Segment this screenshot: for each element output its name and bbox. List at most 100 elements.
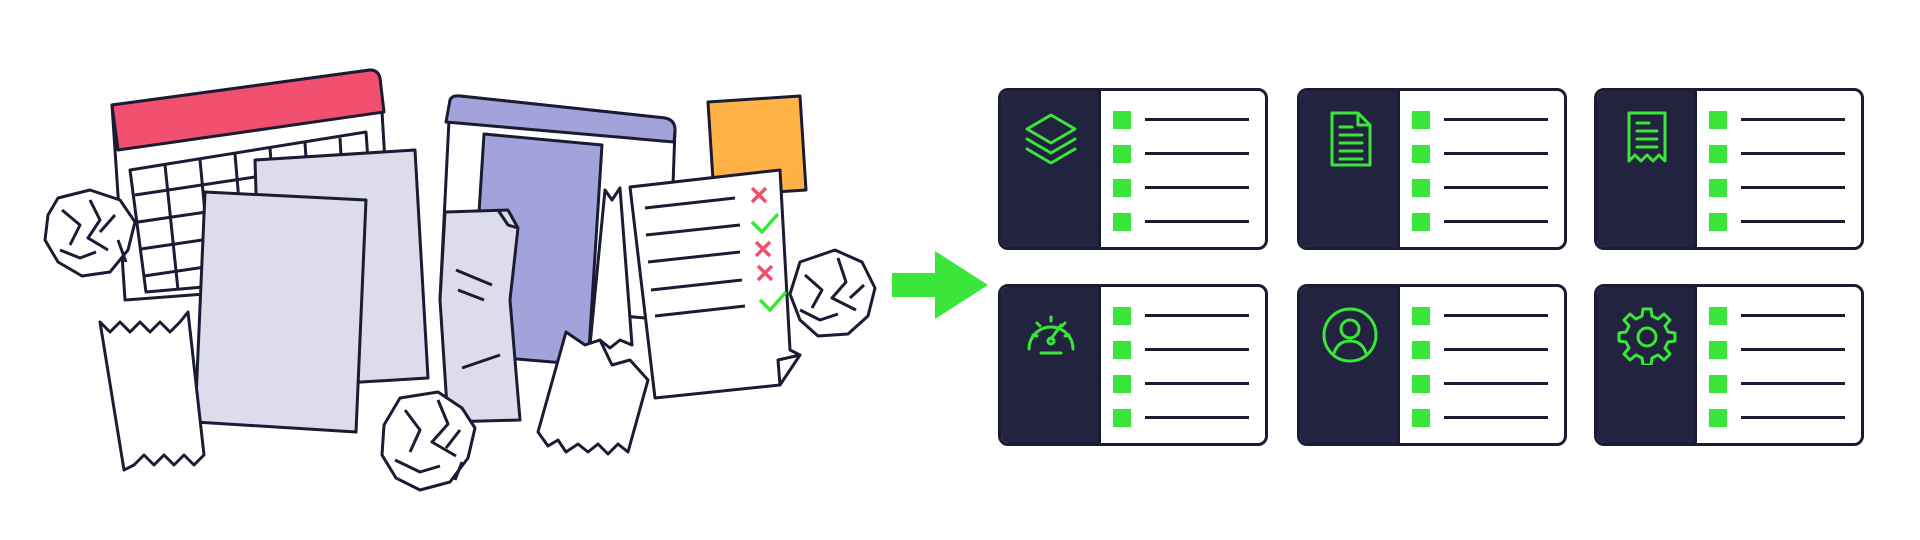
text-line-placeholder <box>1741 220 1845 223</box>
green-square-bullet <box>1113 375 1131 393</box>
green-square-bullet <box>1709 213 1727 231</box>
checklist-sheet <box>628 168 802 400</box>
green-square-bullet <box>1113 179 1131 197</box>
green-square-bullet <box>1113 409 1131 427</box>
text-line-placeholder <box>1145 314 1249 317</box>
green-square-bullet <box>1412 341 1430 359</box>
messy-paperwork <box>43 68 877 492</box>
list-item <box>1412 375 1552 409</box>
summary-card <box>998 88 1268 250</box>
torn-paper <box>536 330 650 456</box>
list-item <box>1113 145 1253 179</box>
text-line-placeholder <box>1444 152 1548 155</box>
text-line-placeholder <box>1741 382 1845 385</box>
green-square-bullet <box>1113 145 1131 163</box>
green-square-bullet <box>1709 179 1727 197</box>
list-item <box>1113 341 1253 375</box>
card-icon-panel <box>1597 91 1697 247</box>
list-item <box>1709 375 1849 409</box>
list-item <box>1113 213 1253 247</box>
text-line-placeholder <box>1444 416 1548 419</box>
text-line-placeholder <box>1741 186 1845 189</box>
document-icon <box>1330 111 1372 167</box>
text-line-placeholder <box>1444 186 1548 189</box>
list-item <box>1709 213 1849 247</box>
card-icon-panel <box>1001 91 1101 247</box>
green-square-bullet <box>1113 213 1131 231</box>
card-list <box>1412 307 1552 443</box>
list-item <box>1709 111 1849 145</box>
summary-card <box>998 284 1268 446</box>
green-square-bullet <box>1412 213 1430 231</box>
card-body <box>998 284 1268 446</box>
arrow-right-icon <box>892 251 988 319</box>
card-list <box>1709 111 1849 247</box>
text-line-placeholder <box>1444 220 1548 223</box>
list-item <box>1412 409 1552 443</box>
crumpled-paper <box>43 188 137 278</box>
receipt-icon <box>1627 111 1667 163</box>
green-square-bullet <box>1113 111 1131 129</box>
summary-card <box>1297 88 1567 250</box>
list-item <box>1113 111 1253 145</box>
text-line-placeholder <box>1145 152 1249 155</box>
text-line-placeholder <box>1741 314 1845 317</box>
list-item <box>1709 179 1849 213</box>
list-item <box>1412 341 1552 375</box>
card-body <box>1594 88 1864 250</box>
crumpled-paper <box>788 248 877 338</box>
card-icon-panel <box>1597 287 1697 443</box>
list-item <box>1412 145 1552 179</box>
receipt <box>98 310 206 472</box>
paper-sheet <box>193 190 368 434</box>
text-line-placeholder <box>1444 314 1548 317</box>
text-line-placeholder <box>1444 382 1548 385</box>
card-list <box>1113 307 1253 443</box>
text-line-placeholder <box>1145 416 1249 419</box>
green-square-bullet <box>1412 145 1430 163</box>
layers-icon <box>1025 113 1077 165</box>
list-item <box>1709 307 1849 341</box>
card-list <box>1113 111 1253 247</box>
green-square-bullet <box>1412 307 1430 325</box>
summary-card <box>1594 284 1864 446</box>
list-item <box>1113 375 1253 409</box>
green-square-bullet <box>1709 375 1727 393</box>
green-square-bullet <box>1113 307 1131 325</box>
green-square-bullet <box>1412 375 1430 393</box>
check-icon <box>750 212 788 312</box>
crumpled-paper <box>380 390 477 492</box>
green-square-bullet <box>1709 409 1727 427</box>
list-item <box>1709 341 1849 375</box>
list-item <box>1709 145 1849 179</box>
list-item <box>1113 179 1253 213</box>
card-list <box>1412 111 1552 247</box>
folded-note <box>438 208 522 424</box>
text-line-placeholder <box>1741 416 1845 419</box>
card-body <box>1297 284 1567 446</box>
card-list <box>1709 307 1849 443</box>
list-item <box>1113 307 1253 341</box>
card-icon-panel <box>1300 91 1400 247</box>
text-line-placeholder <box>1444 118 1548 121</box>
text-line-placeholder <box>1741 348 1845 351</box>
text-line-placeholder <box>1741 118 1845 121</box>
green-square-bullet <box>1412 179 1430 197</box>
text-line-placeholder <box>1145 186 1249 189</box>
list-item <box>1113 409 1253 443</box>
list-item <box>1412 307 1552 341</box>
list-item <box>1412 213 1552 247</box>
text-line-placeholder <box>1444 348 1548 351</box>
green-square-bullet <box>1709 341 1727 359</box>
card-body <box>1297 88 1567 250</box>
text-line-placeholder <box>1145 348 1249 351</box>
green-square-bullet <box>1709 111 1727 129</box>
green-square-bullet <box>1709 145 1727 163</box>
speedometer-icon <box>1027 315 1075 355</box>
list-item <box>1412 179 1552 213</box>
green-square-bullet <box>1412 409 1430 427</box>
card-body <box>1594 284 1864 446</box>
green-square-bullet <box>1709 307 1727 325</box>
green-square-bullet <box>1113 341 1131 359</box>
green-square-bullet <box>1412 111 1430 129</box>
